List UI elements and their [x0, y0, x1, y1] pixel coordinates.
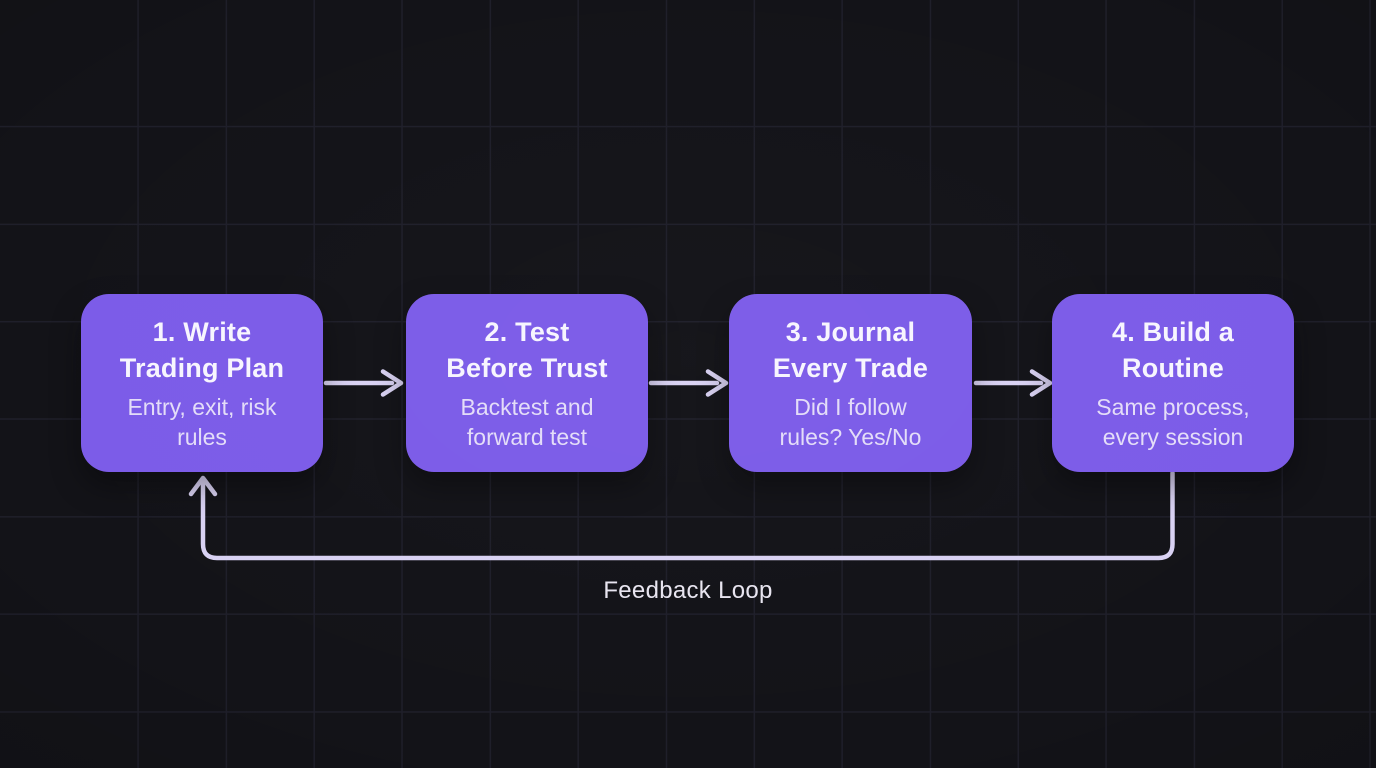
feedback-loop-path — [200, 470, 1175, 561]
step-node-2: 2. Test Before Trust Backtest and forwar… — [406, 294, 648, 472]
step-3-title: 3. Journal Every Trade — [772, 317, 929, 383]
step-4-title: 4. Build a Routine — [1111, 317, 1235, 383]
feedback-loop-label: Feedback Loop — [603, 577, 773, 604]
step-3-subtitle: Did I follow rules? Yes/No — [779, 394, 922, 450]
flow-arrow-1-head-icon — [380, 369, 404, 397]
step-2-subtitle: Backtest and forward test — [460, 394, 594, 450]
step-1-title: 1. Write Trading Plan — [119, 317, 285, 383]
step-2-title: 2. Test Before Trust — [446, 317, 608, 383]
step-node-1: 1. Write Trading Plan Entry, exit, risk … — [81, 294, 323, 472]
step-4-subtitle: Same process, every session — [1096, 394, 1250, 450]
flow-arrow-3-head-icon — [1029, 369, 1053, 397]
flow-arrow-2-head-icon — [705, 369, 729, 397]
step-node-3: 3. Journal Every Trade Did I follow rule… — [729, 294, 972, 472]
step-node-4: 4. Build a Routine Same process, every s… — [1052, 294, 1294, 472]
step-1-subtitle: Entry, exit, risk rules — [127, 394, 277, 450]
feedback-loop-arrowhead-icon — [188, 475, 218, 497]
